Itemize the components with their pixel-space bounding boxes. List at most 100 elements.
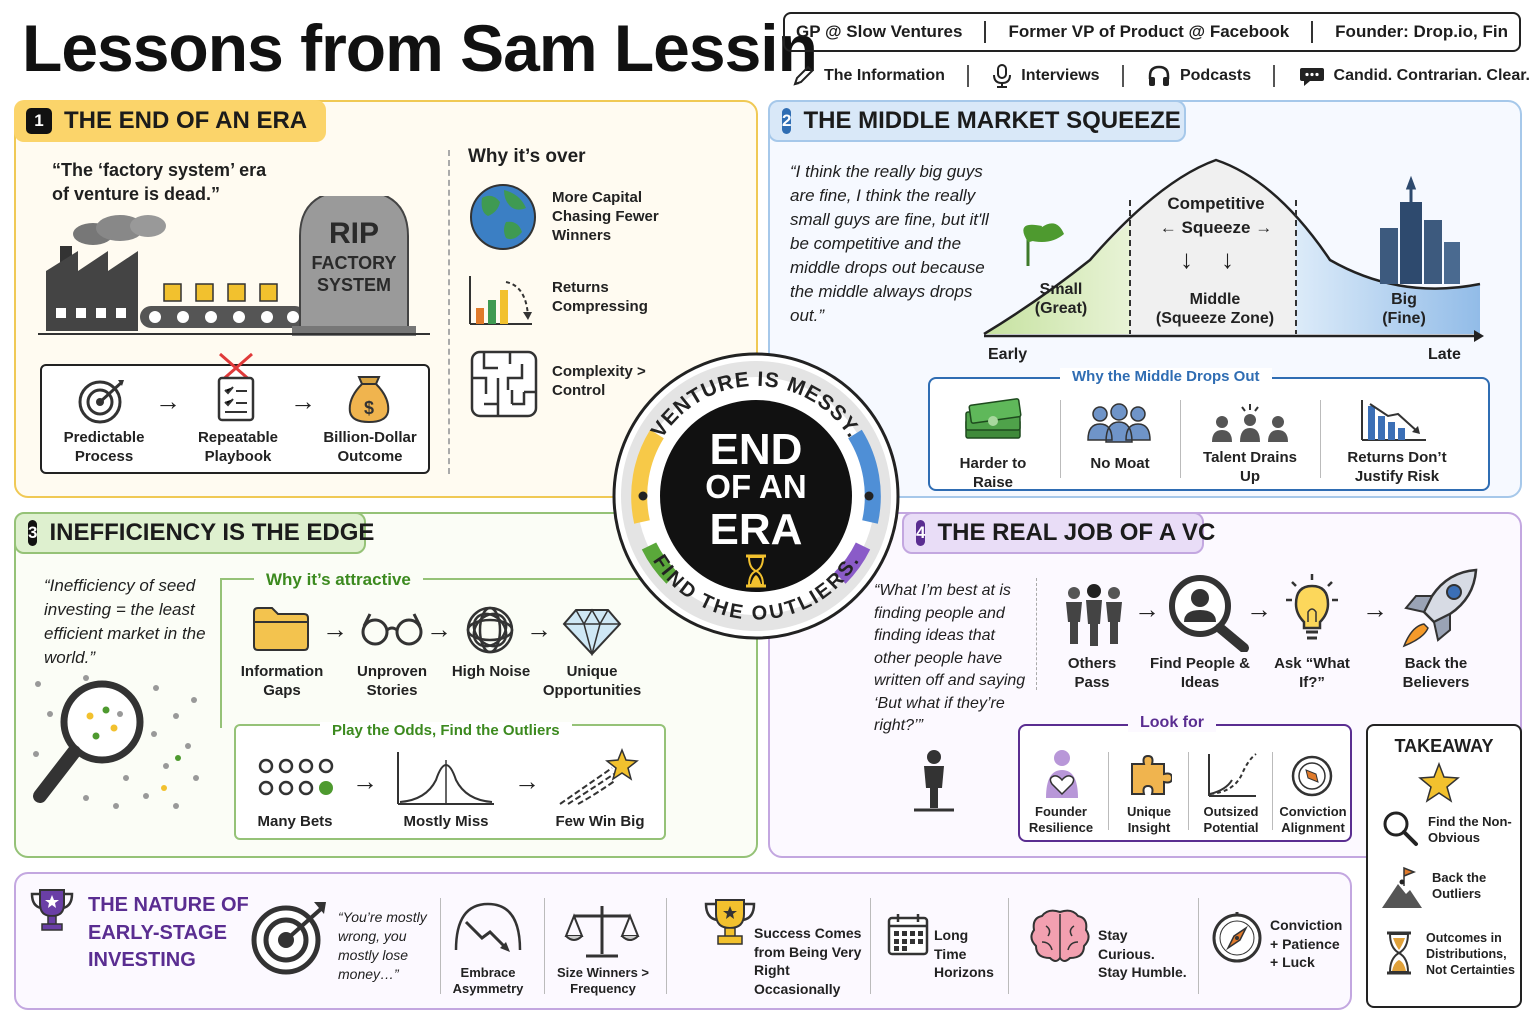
many-bets-dots-icon (258, 758, 334, 796)
nature-success-text: Success Comes from Being Very Right Occa… (754, 925, 862, 997)
scales-icon (564, 906, 640, 958)
divider (1273, 65, 1276, 87)
declining-chart-icon (1361, 400, 1426, 441)
drop-reason-talent: Talent Drains Up (1203, 449, 1297, 485)
source-label: The Information (824, 67, 945, 84)
tangled-knot-icon (466, 606, 514, 654)
speech-bubble-icon (1299, 68, 1324, 86)
divider (1311, 21, 1314, 43)
section-number: 2 (782, 108, 792, 134)
magnifier-dots-illustration (33, 675, 199, 809)
people-group-icon (1087, 403, 1151, 443)
flow-others-pass: Others Pass (1067, 655, 1117, 691)
nature-title-line: INVESTING (88, 949, 196, 971)
why-item-capital: More Capital Chasing Fewer Winners (552, 189, 659, 244)
drop-reason-harder-to-raise: Harder to Raise (959, 455, 1027, 491)
divider (967, 65, 970, 87)
section-title: THE REAL JOB OF A VC (937, 519, 1216, 546)
divider (1198, 898, 1199, 994)
diamond-icon (562, 608, 622, 656)
hourglass-icon (1387, 931, 1411, 975)
maze-icon (470, 350, 538, 418)
flow-arrow: → (514, 766, 540, 796)
tombstone-line: FACTORY (311, 253, 397, 273)
credential-slow-ventures: GP @ Slow Ventures (795, 22, 963, 41)
curve-middle-label: Middle (Squeeze Zone) (1150, 290, 1280, 328)
middle-text: Middle (1189, 291, 1241, 308)
section-number: 4 (916, 520, 926, 546)
flow-arrow: → (526, 614, 552, 644)
divider (984, 21, 987, 43)
squeeze-line: Competitive (1167, 194, 1265, 213)
source-podcasts: Podcasts (1146, 63, 1251, 89)
section-4-header: 4 THE REAL JOB OF A VC (902, 512, 1215, 554)
axis-early-label: Early (988, 346, 1028, 363)
divider (1008, 898, 1009, 994)
process-step-predictable: Predictable Process (63, 429, 145, 465)
odds-title: Play the Odds, Find the Outliers (320, 722, 572, 739)
bullseye-icon (251, 902, 326, 975)
flow-arrow: → (1134, 594, 1160, 624)
divider (1180, 400, 1181, 478)
divider (1320, 400, 1321, 478)
odds-many-bets: Many Bets (257, 813, 333, 830)
mountain-flag-icon (1382, 866, 1422, 908)
drop-reason-no-moat: No Moat (1090, 455, 1150, 472)
flow-back-believers: Back the Believers (1402, 655, 1470, 691)
why-over-title: Why it’s over (468, 146, 586, 167)
divider (1272, 752, 1273, 830)
nature-title-line: EARLY-STAGE (88, 921, 227, 944)
tombstone-rip: RIP (328, 217, 379, 250)
lone-person-icon (914, 750, 954, 812)
trophy-icon (30, 889, 74, 931)
section-3-quote: “Inefficiency of seed investing = the le… (44, 576, 206, 667)
nature-size-winners: Size Winners > Frequency (557, 965, 649, 996)
section-3-header: 3 INEFFICIENCY IS THE EDGE (14, 512, 374, 554)
page-title: Lessons from Sam Lessin (22, 11, 818, 85)
compass-target-icon (1291, 755, 1333, 797)
brain-icon (1030, 909, 1090, 962)
lightbulb-icon (1286, 574, 1338, 640)
divider (440, 898, 441, 994)
checklist-crossed-icon (217, 352, 255, 422)
compass-icon (1212, 912, 1262, 963)
founder-heart-icon (1046, 750, 1078, 798)
attractive-unique-opportunities: Unique Opportunities (542, 663, 642, 699)
source-label: Podcasts (1179, 67, 1252, 84)
divider (220, 578, 738, 580)
glasses-icon (361, 613, 423, 646)
flow-arrow: → (352, 766, 378, 796)
microphone-icon (993, 64, 1012, 88)
source-label: Candid. Contrarian. Clear. (1333, 67, 1530, 84)
flow-arrow: → (155, 386, 181, 416)
globe-icon (470, 184, 536, 250)
flow-arrow: → (322, 614, 348, 644)
cash-stack-icon (965, 398, 1022, 439)
section-title: THE END OF AN ERA (64, 107, 308, 134)
bell-curve-chart (983, 158, 1484, 342)
divider (220, 578, 222, 728)
magnifier-person-icon (1169, 575, 1249, 652)
divider (870, 898, 871, 994)
divider (544, 898, 545, 994)
flow-arrow: → (1246, 594, 1272, 624)
curve-big-label: Big(Fine) (1372, 290, 1436, 328)
badge-line-3: ERA (710, 505, 803, 554)
section-1-quote: “The ‘factory system’ era of venture is … (52, 160, 267, 204)
odds-mostly-miss: Mostly Miss (403, 813, 489, 830)
nature-long-time-horizons: Long Time Horizons (934, 927, 994, 980)
credential-facebook: Former VP of Product @ Facebook (1008, 22, 1290, 41)
gold-trophy-icon (704, 899, 756, 945)
big-text: Big (1391, 291, 1417, 308)
section-2-quote: “I think the really big guys are fine, I… (790, 162, 989, 325)
drop-reason-returns: Returns Don’t Justify Risk (1347, 449, 1447, 485)
nature-title-line: THE NATURE OF (88, 894, 249, 916)
flow-find-people: Find People & Ideas (1150, 655, 1251, 691)
curve-small-label: Small(Great) (1018, 280, 1104, 318)
flow-ask-what-if: Ask “What If?” (1274, 655, 1350, 691)
middle-sub: (Squeeze Zone) (1155, 310, 1275, 327)
squeeze-line: ← Squeeze → (1159, 218, 1273, 237)
divider (1036, 578, 1037, 690)
look-outsized-potential: Outsized Potential (1203, 804, 1259, 835)
look-for-title: Look for (1128, 714, 1216, 732)
